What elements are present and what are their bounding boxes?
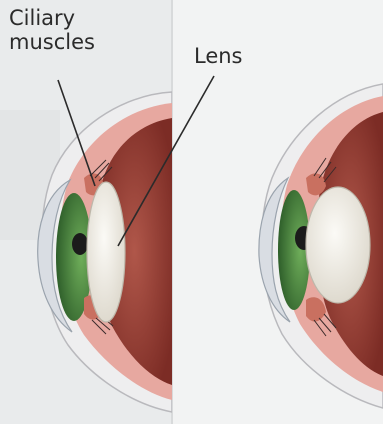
lens-label: Lens <box>194 44 243 68</box>
lens-right <box>306 187 370 303</box>
pupil-left <box>72 233 88 255</box>
lens-left <box>87 182 125 322</box>
ciliary-label-line1: Ciliary <box>9 6 95 30</box>
ciliary-muscles-label: Ciliary muscles <box>9 6 95 54</box>
iris-right <box>278 190 310 310</box>
ciliary-label-line2: muscles <box>9 30 95 54</box>
